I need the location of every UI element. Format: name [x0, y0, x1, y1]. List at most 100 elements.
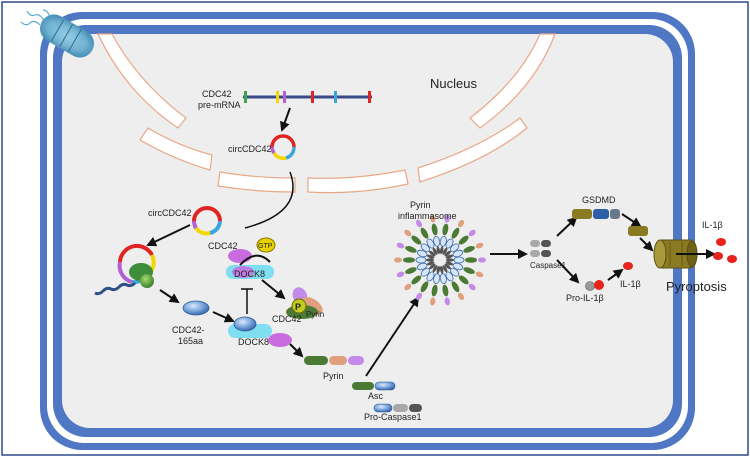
inflammasome-subunit [475, 242, 484, 249]
inflammasome-subunit [432, 247, 438, 255]
circ-nuclear-label: circCDC42 [228, 144, 272, 154]
cdc42-165aa-protein [182, 300, 210, 316]
inflammasome-subunit [436, 246, 441, 255]
inflammasome-subunit [451, 227, 460, 239]
arrow-to-pore [639, 237, 654, 252]
arrow-to-inflammasome [365, 296, 420, 377]
inflammasome-subunit [426, 271, 435, 282]
arrow-splicing [280, 107, 291, 132]
gsdmd-n-terminal [628, 226, 648, 236]
inflammasome-subunit [444, 214, 450, 223]
pyrin-protein [304, 356, 364, 365]
arrow-il1b-maturation [607, 268, 624, 281]
inflammasome-subunit [442, 247, 448, 255]
inflammasome-subunit [439, 273, 447, 285]
inflammasome-label-line2: inflammasome [398, 211, 457, 221]
arrow-gsdmd-cleavage [621, 213, 642, 228]
arrow-to-gsdmd [556, 216, 578, 237]
circ-cytoplasm-label: circCDC42 [148, 208, 192, 218]
pro-il1b-label: Pro-IL-1β [566, 293, 604, 303]
il1b-released-icon [713, 238, 737, 263]
inflammasome-subunit [465, 257, 477, 263]
pre-mrna-label-line1: CDC42 [202, 89, 232, 99]
circrna-cytoplasm-icon [191, 206, 222, 236]
export-curve [244, 171, 294, 229]
inflammasome-subunit [439, 246, 444, 255]
cdc42-gtp-protein [228, 249, 252, 263]
pyroptosis-label: Pyroptosis [666, 279, 727, 294]
arrow-to-pro-il1b [556, 259, 580, 284]
inflammasome-subunit [445, 254, 454, 259]
inflammasome-subunit [429, 250, 436, 257]
caspase1-protein [530, 240, 551, 257]
inflammasome-subunit [468, 229, 476, 237]
inflammasome-subunit [431, 284, 438, 297]
inflammasome-subunit [405, 246, 417, 253]
inflammasome-subunit [468, 283, 476, 291]
il1b-inner-icon [623, 262, 633, 270]
inflammasome-subunit [445, 261, 454, 266]
inflammasome-subunit [433, 273, 441, 285]
inflammasome-subunit [426, 261, 435, 266]
inflammasome-subunit [403, 257, 415, 263]
inflammasome-subunit [449, 243, 460, 253]
gtp-binding-curve [239, 254, 271, 266]
inflammasome-subunit [433, 235, 441, 247]
inflammasome-subunit [405, 267, 417, 274]
arrow-to-translation [146, 224, 191, 247]
inflammasome-subunit [458, 235, 469, 245]
phospho-pyrin-label: Pyrin [306, 310, 324, 319]
cdc42-gtp-label: CDC42 [208, 241, 238, 251]
nucleus-label: Nucleus [430, 76, 477, 91]
gtp-icon [256, 237, 276, 253]
inflammasome-subunit [420, 281, 429, 293]
inflammasome-subunit [453, 256, 465, 264]
inflammasome-subunit [452, 249, 464, 258]
inflammasome-subunit [463, 267, 475, 274]
arrow-to-phospho-pyrin [261, 279, 286, 300]
inflammasome-subunit [446, 258, 454, 262]
inflammasome-subunit [432, 265, 438, 273]
inflammasome-subunit [442, 223, 449, 236]
gtp-label: GTP [258, 243, 273, 250]
cdc42-165aa-bound [233, 316, 257, 332]
pro-caspase1-label: Pro-Caspase1 [364, 412, 422, 422]
inflammasome-subunit [457, 292, 465, 301]
dock8-bottom-label: DOCK8 [238, 337, 269, 347]
cdc42-mid-label: CDC42 [272, 314, 302, 324]
arrow-to-dock8-bottom [212, 311, 235, 323]
inflammasome-subunit [415, 256, 427, 264]
circrna-nuclear-icon [270, 134, 296, 161]
asc-label: Asc [368, 391, 384, 401]
gsdmd-label: GSDMD [582, 195, 616, 205]
bacterium-icon [20, 9, 94, 58]
cdc42-pre-mrna [243, 91, 372, 103]
inflammasome-subunit [430, 297, 436, 306]
inflammasome-subunit [426, 254, 435, 259]
inflammasome-subunit [458, 275, 469, 285]
inflammasome-subunit [411, 235, 422, 245]
inflammasome-subunit [444, 250, 451, 257]
inflammasome-subunit [426, 258, 434, 262]
inflammasome-subunit [445, 271, 454, 282]
pyrin-inflammasome-icon [394, 214, 486, 306]
inflammasome-subunit [439, 265, 444, 274]
arrow-to-pyrin [289, 343, 304, 358]
inflammasome-subunit [475, 271, 484, 278]
inflammasome-subunit [429, 263, 436, 270]
caspase1-label: Caspase1 [530, 261, 567, 270]
gsdmd-protein [572, 209, 620, 219]
inflammasome-subunit [394, 257, 402, 263]
cdc42-165aa-label-line1: CDC42- [172, 325, 205, 335]
nuclear-envelope [97, 33, 556, 194]
asc-protein [352, 381, 396, 391]
inflammasome-subunit [416, 249, 428, 258]
inflammasome-subunit [463, 246, 475, 253]
inflammasome-subunit [426, 238, 435, 249]
inflammasome-subunit [420, 243, 431, 253]
inflammasome-subunit [420, 267, 431, 277]
inflammasome-subunit [439, 235, 447, 247]
inflammasome-subunit [445, 238, 454, 249]
